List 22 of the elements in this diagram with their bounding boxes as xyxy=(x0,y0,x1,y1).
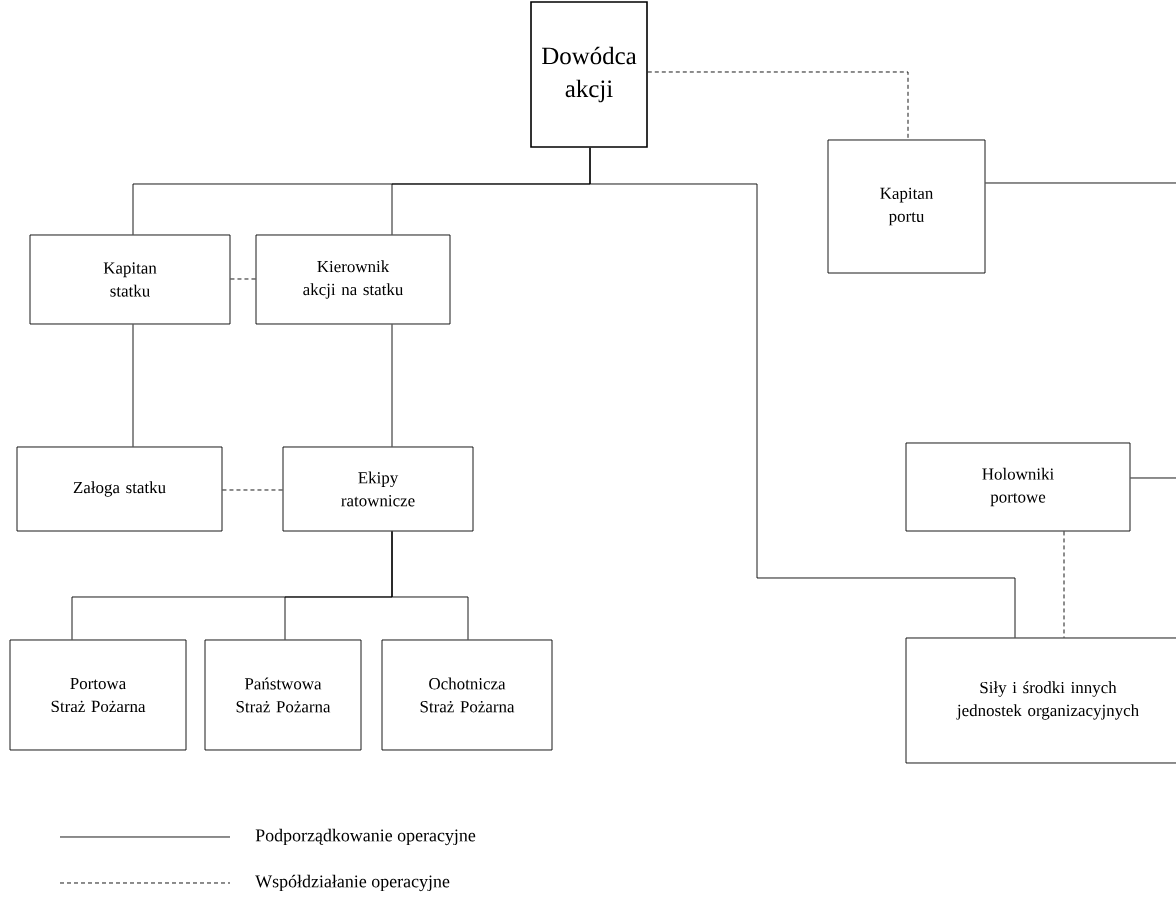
org-box: Ekipy ratownicze xyxy=(282,446,474,532)
org-box: Kapitan statku xyxy=(29,234,231,325)
org-box: Państwowa Straż Pożarna xyxy=(204,639,362,751)
org-box: Ochotnicza Straż Pożarna xyxy=(381,639,553,751)
connector-line xyxy=(589,147,1016,638)
connector-line xyxy=(391,324,393,447)
org-box: Siły i środki innych jednostek organizacyjnych xyxy=(905,637,1176,764)
connector-line xyxy=(230,278,256,280)
connector-line xyxy=(222,489,283,491)
org-box: Portowa Straż Pożarna xyxy=(9,639,187,751)
org-box: Holowniki portowe xyxy=(905,442,1131,532)
connector-line xyxy=(1063,531,1065,638)
connector-line xyxy=(391,531,469,640)
legend-text: Podporządkowanie operacyjne xyxy=(255,828,476,846)
connector-line xyxy=(985,182,1176,479)
org-box: Dowódca akcji xyxy=(530,1,648,148)
legend-text: Współdziałanie operacyjne xyxy=(255,874,450,892)
connector-line xyxy=(132,324,134,447)
connector-line xyxy=(647,71,909,140)
org-box: Załoga statku xyxy=(16,446,223,532)
org-box: Kapitan portu xyxy=(827,139,986,274)
org-box: Kierownik akcji na statku xyxy=(255,234,451,325)
